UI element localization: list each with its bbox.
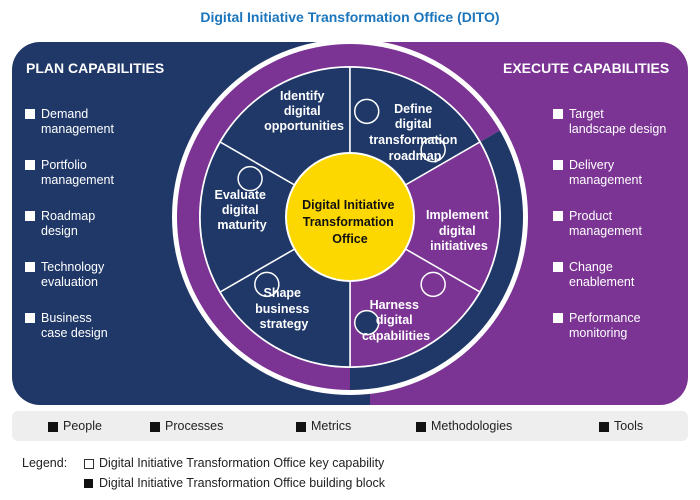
capability-item-line: Change [569,260,613,274]
piece-harness: Harness digital capabilities [362,298,430,343]
bullet-square-icon [48,422,58,432]
puzzle-knob [420,136,446,163]
bullet-square-icon [553,109,563,119]
capability-item-line: design [41,224,78,238]
building-block-label: Metrics [311,419,352,433]
bullet-square-icon [553,262,563,272]
capability-item-line: Business [41,311,92,325]
capability-item-line: Demand [41,107,89,121]
plan-header: PLAN CAPABILITIES [26,60,165,76]
puzzle-knob [420,271,446,298]
piece-define: Define digital transformation roadmap [369,102,461,163]
diagram-title: Digital Initiative Transformation Office… [200,9,500,25]
legend-label: Legend: [22,456,68,470]
capability-item-line: Portfolio [41,158,87,172]
bullet-square-icon [25,313,35,323]
building-block-item: People [48,419,102,434]
piece-shape: Shape business strategy [255,286,313,331]
bullet-square-icon [553,313,563,323]
capability-item-line: Product [569,209,613,223]
capability-item-line: Technology [41,260,105,274]
capability-item-line: management [569,224,642,238]
legend-building-block: Digital Initiative Transformation Office… [99,476,386,490]
puzzle-knob [254,271,280,298]
capability-item-line: management [569,173,642,187]
capability-item-line: case design [41,326,108,340]
capability-wheel: Digital Initiative Transformation Office… [12,42,688,405]
bullet-square-icon [25,109,35,119]
puzzle-knob [237,165,263,192]
building-blocks-bar [12,411,688,441]
capability-item-line: management [41,122,114,136]
bullet-square-icon [25,160,35,170]
building-block-label: People [63,419,102,433]
piece-identify: Identify digital opportunities [264,89,344,133]
building-block-label: Methodologies [431,419,513,433]
capability-item-line: enablement [569,275,635,289]
outer-band [176,44,523,390]
piece-evaluate: Evaluate digital maturity [215,188,270,232]
capability-item-line: Performance [569,311,641,325]
capability-item-line: management [41,173,114,187]
building-block-label: Processes [165,419,224,433]
capability-item-line: monitoring [569,326,628,340]
bullet-square-icon [416,422,426,432]
band-segment-navy [350,130,523,390]
bullet-square-icon [599,422,609,432]
building-block-item: Tools [599,419,643,434]
building-block-item: Metrics [296,419,351,434]
bullet-square-icon [553,211,563,221]
building-block-item: Methodologies [416,419,512,434]
legend-building-block-swatch [84,479,93,488]
bullet-square-icon [25,211,35,221]
puzzle-pieces [199,66,501,368]
puzzle-knob [353,309,380,336]
bullet-square-icon [553,160,563,170]
building-block-item: Processes [150,419,223,434]
legend-key-capability: Digital Initiative Transformation Office… [99,456,385,470]
execute-header: EXECUTE CAPABILITIES [503,60,670,76]
legend-key-capability-swatch [84,459,94,469]
capability-item-line: Target [569,107,604,121]
bullet-square-icon [25,262,35,272]
bullet-square-icon [296,422,306,432]
capability-item-line: Delivery [569,158,615,172]
capability-item-line: Roadmap [41,209,96,223]
center-hub [285,152,415,282]
center-label: Digital Initiative Transformation Office [302,198,398,246]
building-block-label: Tools [614,419,644,433]
piece-implement: Implement digital initiatives [426,208,492,253]
capability-item-line: evaluation [41,275,98,289]
capability-item-line: landscape design [569,122,667,136]
bullet-square-icon [150,422,160,432]
puzzle-knob [353,98,380,125]
